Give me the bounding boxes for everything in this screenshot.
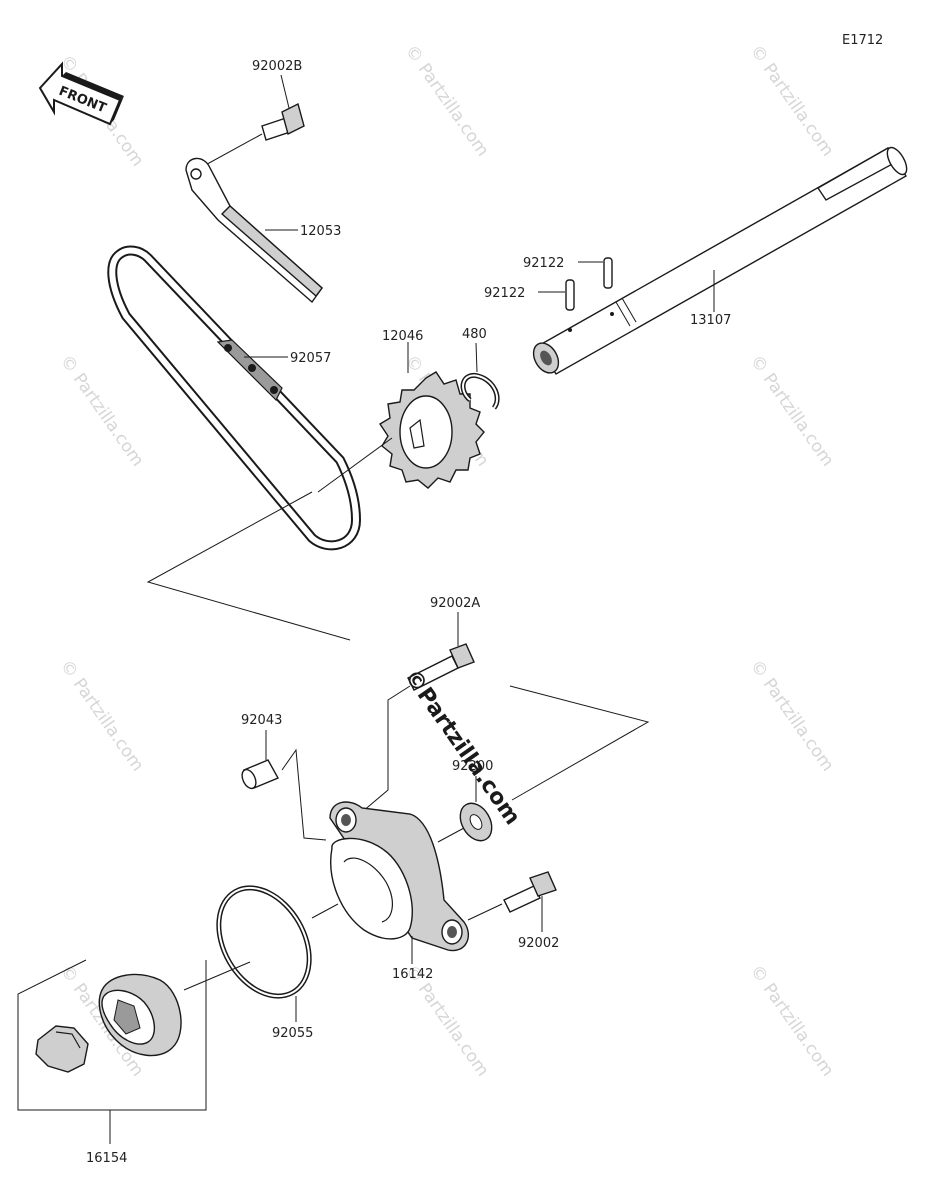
part-label-480: 480	[462, 327, 487, 342]
watermark: © Partzilla.com	[746, 41, 838, 160]
watermark: © Partzilla.com	[56, 656, 148, 775]
part-label-92043: 92043	[241, 713, 282, 728]
washer-92200	[437, 776, 493, 843]
leader-bracket	[146, 491, 650, 801]
part-label-92002a: 92002A	[430, 596, 480, 611]
part-label-92055: 92055	[272, 1026, 313, 1041]
part-label-16142: 16142	[392, 967, 433, 982]
diagram-code: E1712	[842, 33, 883, 48]
part-label-92002b: 92002B	[252, 59, 302, 74]
part-label-13107: 13107	[690, 313, 731, 328]
part-label-12053: 12053	[300, 224, 341, 239]
part-label-16154: 16154	[86, 1151, 127, 1166]
shaft-13107	[532, 146, 908, 375]
o-ring-92055	[216, 885, 339, 1022]
pump-housing-16142	[329, 801, 469, 964]
watermark: © Partzilla.com	[746, 656, 838, 775]
watermark: © Partzilla.com	[746, 351, 838, 470]
sprocket-12046	[317, 342, 485, 493]
drive-chain-92057	[107, 245, 362, 551]
dowel-92043	[241, 730, 327, 841]
watermark-center: ©Partzilla.com	[399, 665, 525, 830]
circlip-480	[460, 342, 500, 410]
bolt-92002b	[199, 74, 305, 169]
part-label-12046: 12046	[382, 329, 423, 344]
bolt-92002a	[361, 612, 475, 813]
watermark: © Partzilla.com	[746, 961, 838, 1080]
part-label-92057: 92057	[290, 351, 331, 366]
part-label-92122-b: 92122	[484, 286, 525, 301]
chain-tensioner-12053	[185, 157, 323, 304]
part-label-92200: 92200	[452, 759, 493, 774]
bolt-92002	[467, 871, 557, 932]
watermark: © Partzilla.com	[401, 41, 493, 160]
watermark: © Partzilla.com	[56, 351, 148, 470]
pin-92122	[538, 257, 613, 311]
rotor-set-16154	[17, 959, 251, 1144]
part-label-92002: 92002	[518, 936, 559, 951]
part-label-92122-a: 92122	[523, 256, 564, 271]
